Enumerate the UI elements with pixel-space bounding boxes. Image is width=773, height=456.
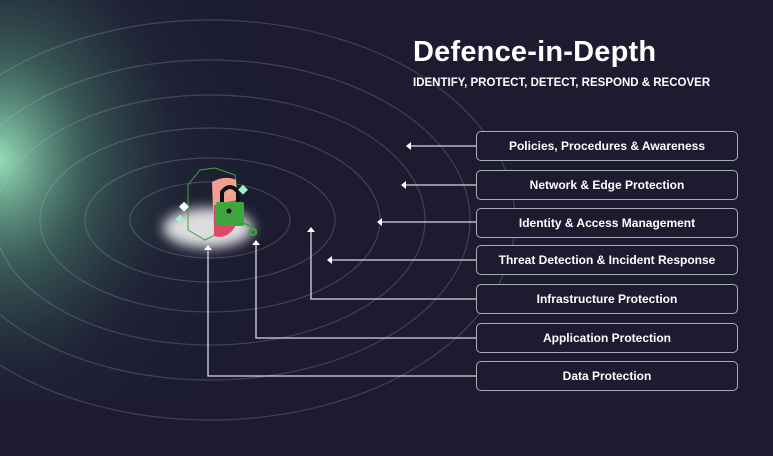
layer-identity: Identity & Access Management xyxy=(476,208,738,238)
shield-lock-icon xyxy=(175,167,258,241)
connector-lines xyxy=(207,145,476,377)
layer-infrastructure: Infrastructure Protection xyxy=(476,284,738,314)
page-title: Defence-in-Depth xyxy=(413,36,657,68)
layer-data: Data Protection xyxy=(476,361,738,391)
layer-policies: Policies, Procedures & Awareness xyxy=(476,131,738,161)
layer-threat-detection: Threat Detection & Incident Response xyxy=(476,245,738,275)
page-subtitle: IDENTIFY, PROTECT, DETECT, RESPOND & REC… xyxy=(413,77,711,89)
layer-application: Application Protection xyxy=(476,323,738,353)
layer-network: Network & Edge Protection xyxy=(476,170,738,200)
arrowheads xyxy=(204,142,411,264)
background-glow xyxy=(0,0,330,400)
